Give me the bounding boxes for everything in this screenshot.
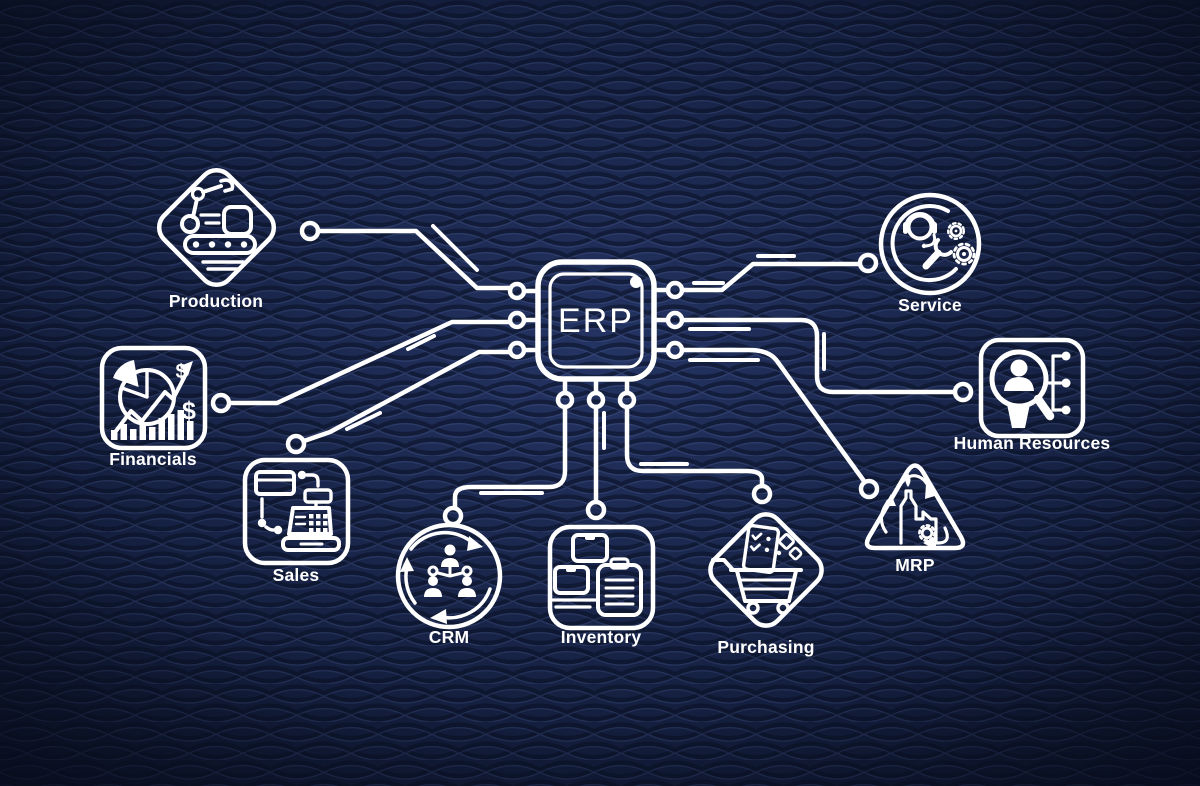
trace-accent	[345, 411, 382, 431]
module-label-purchasing: Purchasing	[717, 637, 814, 657]
module-label-inventory: Inventory	[561, 627, 642, 647]
connector-node-purchasing	[751, 483, 773, 505]
connector-node-production	[299, 220, 321, 242]
trace-mrp	[680, 347, 867, 484]
module-label-financials: Financials	[109, 449, 197, 469]
module-label-mrp: MRP	[895, 555, 935, 575]
chip-outer-frame	[535, 259, 657, 382]
module-frame-production	[156, 167, 277, 288]
cash-register-icon	[254, 470, 341, 552]
chip-inner-frame	[548, 272, 644, 369]
customer-cycle-icon	[400, 530, 492, 624]
module-label-service: Service	[898, 295, 962, 315]
headset-tools-icon	[890, 204, 976, 283]
module-frame-purchasing	[708, 512, 824, 628]
trace-purchasing	[624, 404, 765, 488]
module-frame-sales	[242, 457, 351, 566]
module-purchasing: Purchasing	[708, 512, 824, 657]
module-crm: CRM	[395, 522, 503, 647]
factory-recycle-icon	[879, 473, 949, 550]
hub-label: ERP	[558, 302, 634, 340]
connector-node-mrp	[858, 478, 880, 500]
boxes-clipboard-icon	[550, 533, 643, 617]
connector-node-human-resources	[952, 381, 974, 403]
module-sales: Sales	[242, 457, 351, 585]
trace-accent	[406, 334, 436, 351]
module-frame-mrp	[864, 463, 966, 551]
module-mrp: MRP	[864, 463, 966, 575]
connector-node-financials	[210, 392, 232, 414]
module-frame-financials	[99, 345, 208, 451]
trace-accent	[431, 224, 479, 272]
trace-sales	[301, 349, 512, 444]
trace-service	[680, 261, 862, 293]
connector-node-inventory	[585, 499, 607, 521]
circuit-traces	[227, 224, 957, 510]
person-magnifier-icon	[989, 349, 1071, 428]
module-inventory: Inventory	[547, 524, 656, 647]
module-frame-crm	[395, 522, 503, 630]
connector-nodes	[210, 220, 974, 527]
dollar-sign-icon: $	[182, 397, 196, 425]
trace-human-resources	[680, 317, 957, 395]
trace-financials	[227, 319, 512, 406]
module-frame-inventory	[547, 524, 656, 631]
trace-crm	[452, 404, 568, 510]
erp-hub-chip: ERP	[507, 259, 685, 410]
module-human-resources: Human Resources	[954, 337, 1111, 453]
module-financials: $ $ Financials	[99, 345, 208, 469]
module-production: Production	[156, 167, 277, 311]
trace-production	[315, 228, 512, 291]
module-label-human-resources: Human Resources	[954, 433, 1111, 453]
module-frame-human-resources	[978, 337, 1086, 439]
connector-node-sales	[285, 433, 307, 455]
robot-arm-conveyor-icon	[180, 178, 257, 271]
module-service: Service	[878, 192, 982, 315]
pie-chart-growth-icon: $ $	[111, 360, 196, 440]
module-frame-service	[878, 192, 982, 296]
module-label-crm: CRM	[429, 627, 469, 647]
chip-corner-dot	[630, 276, 642, 288]
bar-chart-icon	[111, 410, 194, 440]
cart-checklist-icon	[711, 523, 803, 615]
dollar-sign-icon: $	[175, 361, 186, 383]
module-label-sales: Sales	[273, 565, 320, 585]
connector-node-service	[857, 252, 879, 274]
module-label-production: Production	[169, 291, 263, 311]
